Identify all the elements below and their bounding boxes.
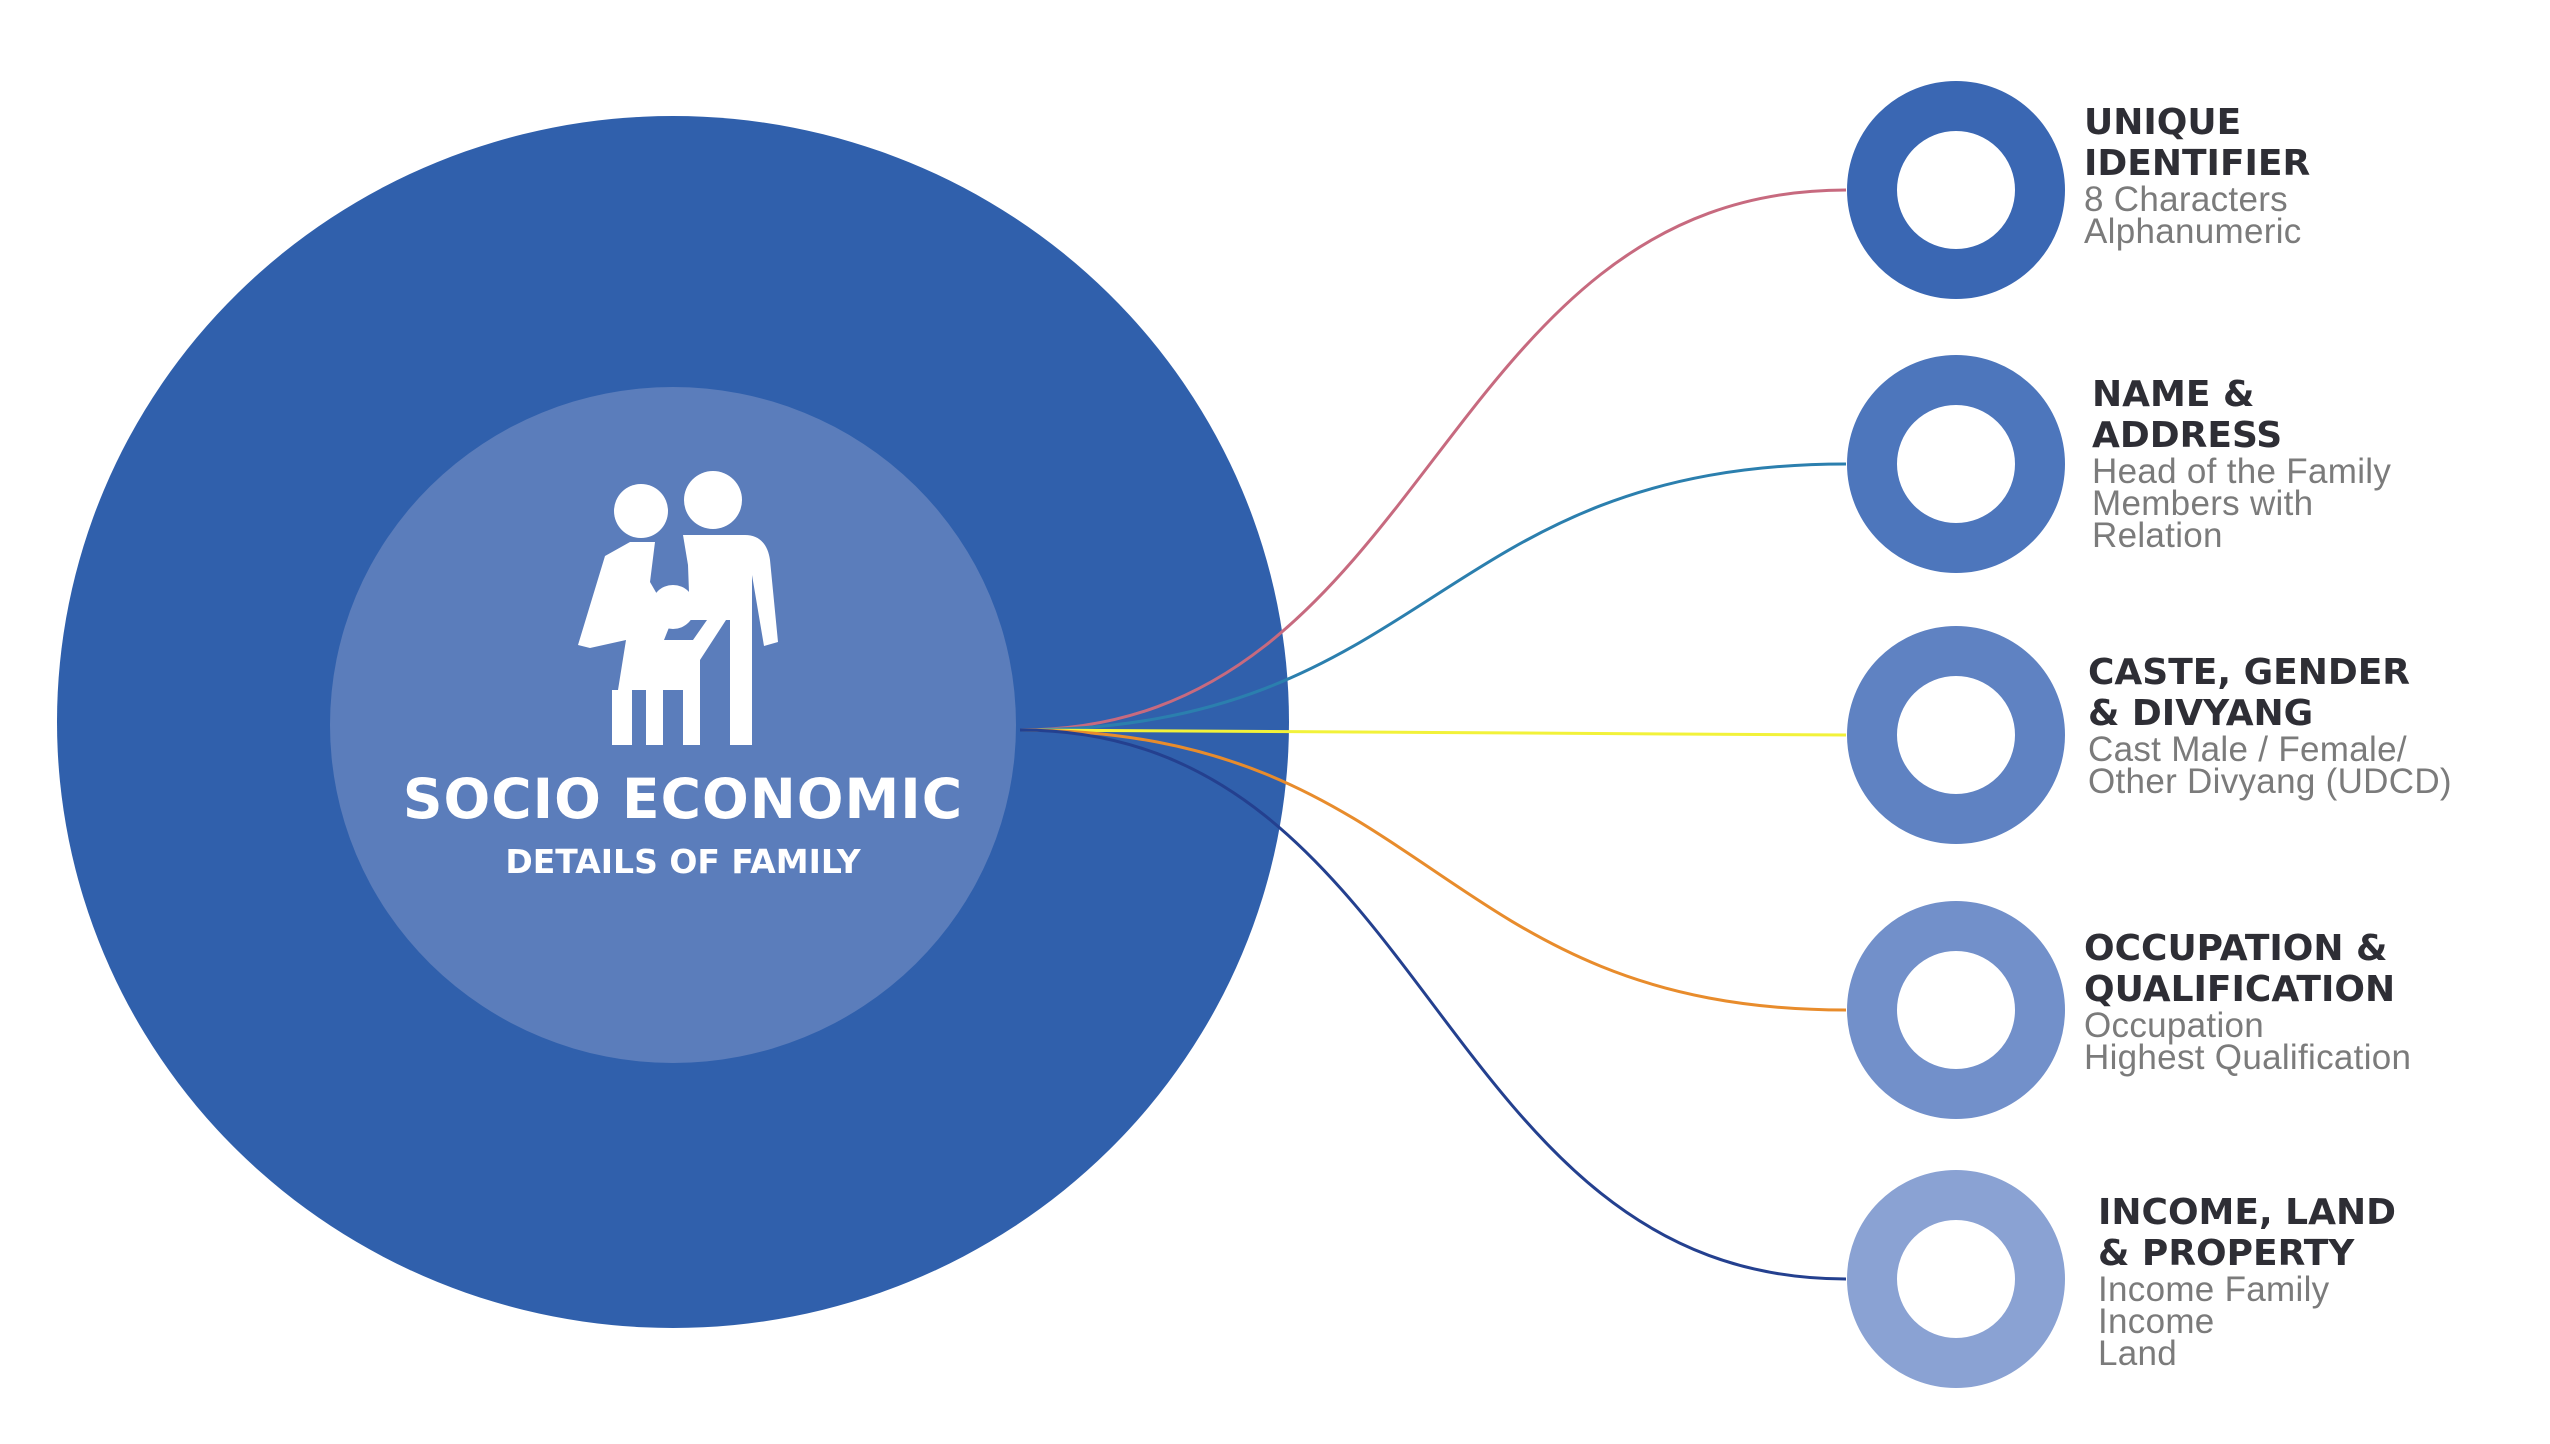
node-name-address: NAME & ADDRESS Head of the Family Member… bbox=[2092, 374, 2392, 555]
connector-line bbox=[1019, 728, 1847, 737]
node-description: Income Family Income Land bbox=[2098, 1270, 2330, 1373]
node-unique-identifier: UNIQUE IDENTIFIER 8 Characters Alphanume… bbox=[2084, 102, 2311, 251]
connector-line bbox=[1019, 462, 1847, 732]
node-title: NAME & ADDRESS bbox=[2092, 374, 2283, 456]
connector-line bbox=[1019, 728, 1847, 1012]
node-ring bbox=[1847, 901, 2065, 1119]
node-ring bbox=[1847, 1170, 2065, 1388]
node-rings bbox=[1847, 81, 2065, 1388]
node-description: Occupation Highest Qualification bbox=[2084, 1006, 2412, 1077]
family-icon bbox=[578, 471, 778, 745]
node-ring bbox=[1847, 355, 2065, 573]
node-income-land-property: INCOME, LAND & PROPERTY Income Family In… bbox=[2098, 1192, 2396, 1373]
node-description: 8 Characters Alphanumeric bbox=[2084, 180, 2302, 251]
node-caste-gender-divyang: CASTE, GENDER & DIVYANG Cast Male / Fema… bbox=[2088, 652, 2452, 801]
node-description: Cast Male / Female/ Other Divyang (UDCD) bbox=[2088, 730, 2452, 801]
inner-circle bbox=[330, 387, 1016, 1063]
node-description: Head of the Family Members with Relation bbox=[2092, 452, 2392, 555]
connector-line bbox=[1019, 728, 1847, 1281]
main-subtitle: DETAILS OF FAMILY bbox=[505, 842, 861, 881]
node-title: UNIQUE IDENTIFIER bbox=[2084, 102, 2311, 184]
main-title: SOCIO ECONOMIC bbox=[402, 767, 964, 831]
node-ring bbox=[1847, 81, 2065, 299]
connector-lines bbox=[1019, 188, 1847, 1281]
node-ring bbox=[1847, 626, 2065, 844]
node-title: CASTE, GENDER & DIVYANG bbox=[2088, 652, 2411, 734]
connector-line bbox=[1019, 188, 1847, 732]
node-title: OCCUPATION & QUALIFICATION bbox=[2084, 928, 2396, 1010]
node-title: INCOME, LAND & PROPERTY bbox=[2098, 1192, 2396, 1274]
node-occupation-qualification: OCCUPATION & QUALIFICATION Occupation Hi… bbox=[2084, 928, 2412, 1077]
